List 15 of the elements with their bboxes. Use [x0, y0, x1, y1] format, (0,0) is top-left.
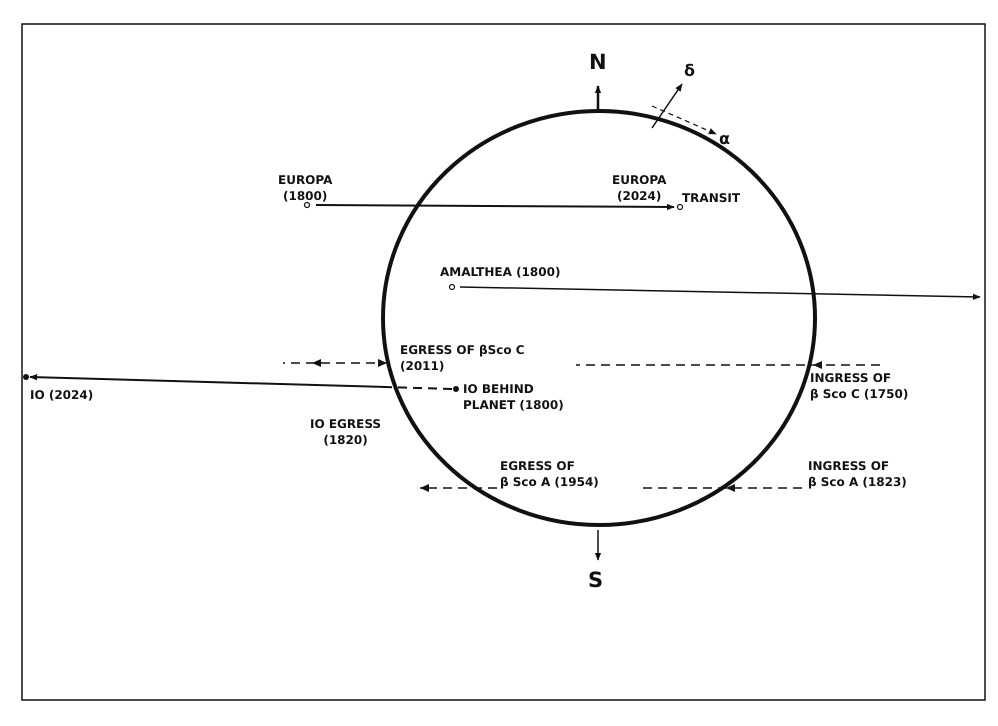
event-label: EGRESS OF β Sco A (1954) [500, 458, 599, 490]
event-label: TRANSIT [682, 190, 740, 206]
direction-label: δ [684, 60, 695, 82]
event-label: INGRESS OF β Sco C (1750) [810, 370, 908, 402]
event-label: IO EGRESS (1820) [310, 416, 382, 448]
moon-label: EUROPA (2024) [612, 172, 666, 204]
compass-label: N [589, 49, 607, 76]
event-label: EGRESS OF βSco C (2011) [400, 342, 525, 374]
event-label: IO BEHIND PLANET (1800) [463, 381, 564, 413]
moon-label: IO (2024) [30, 387, 94, 403]
moon-label: EUROPA (1800) [278, 172, 332, 204]
moon-label: AMALTHEA (1800) [440, 264, 560, 280]
compass-label: S [588, 567, 604, 594]
event-label: INGRESS OF β Sco A (1823) [808, 458, 907, 490]
direction-label: α [719, 128, 730, 150]
